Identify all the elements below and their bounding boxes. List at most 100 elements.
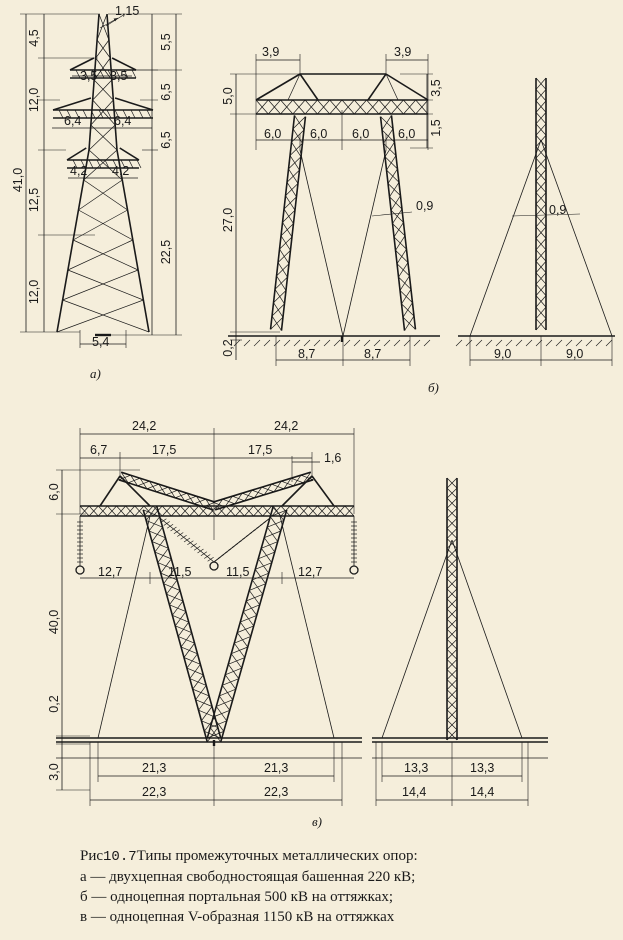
tower-v-leg-left-brace [186, 653, 198, 669]
dim-6-0-b: 6,0 [310, 127, 327, 141]
tower-a-body-brace [67, 239, 133, 271]
tower-v-beam-brace [344, 505, 355, 517]
tower-b-side-mast-brace [535, 318, 547, 331]
tower-b-guy [342, 149, 387, 337]
tower-v-upper-left-brace [186, 492, 195, 505]
dim-12-7-right: 12,7 [298, 565, 322, 579]
tower-b-leg-left-brace [273, 290, 287, 303]
tower-v-conductor-left [75, 565, 85, 575]
tower-b-beam-brace [268, 99, 281, 115]
tower-a-arm-middle [114, 97, 154, 111]
tower-v-side-mast-brace [446, 638, 458, 650]
tower-v-beam-brace [189, 505, 199, 517]
tower-a-arm-bottom [66, 147, 87, 161]
ground-hatch [313, 339, 321, 347]
tower-v-leg-left-brace [166, 579, 178, 595]
tower-a-arm-bottom-brace [128, 159, 134, 169]
ground-hatch [565, 339, 573, 347]
tower-v-leg-right-brace [228, 657, 245, 665]
tower-a-body-rail [90, 99, 94, 126]
dim-4-2-left: 4,2 [70, 164, 87, 178]
tower-v-upper-right-brace [242, 492, 255, 499]
dim-8-7-right: 8,7 [364, 347, 381, 361]
dim-0-9-side: 0,9 [549, 203, 566, 217]
tower-a-body-brace [92, 99, 116, 126]
tower-a-body-rail [67, 239, 74, 271]
tower-v-side-mast-brace [446, 719, 458, 731]
tower-a-body-rail [77, 179, 85, 211]
tower-a-body-brace [62, 269, 139, 301]
tower-v-leg-right-brace [219, 688, 236, 697]
caption-title: Типы промежуточных металлических опор: [136, 848, 418, 864]
dim-40-0: 40,0 [47, 610, 61, 634]
ground-hatch [343, 339, 351, 347]
tower-v-upper-right-brace [212, 501, 226, 508]
tower-v-beam-brace [152, 505, 163, 517]
tower-v-side-mast-brace [446, 669, 458, 680]
ground-hatch [253, 339, 261, 347]
tower-b-leg-left-brace [280, 223, 294, 237]
tower-a-arm-bottom-brace [80, 159, 86, 169]
tower-v-side-mast-brace [446, 699, 458, 711]
tower-a-arm-middle-brace [90, 109, 96, 119]
ground-hatch [575, 339, 583, 347]
tower-b-leg-left-brace [274, 276, 288, 290]
tower-b-portal [255, 73, 429, 342]
tower-a-body-rail [61, 269, 69, 301]
tower-a-body-rail [116, 149, 124, 181]
dim-14-4-right: 14,4 [470, 785, 494, 799]
tower-v-leg-left-brace [157, 548, 169, 563]
tower-a-body-rail [126, 209, 134, 241]
tower-v-leg-left-brace [163, 569, 175, 584]
dim-9-0-left: 9,0 [494, 347, 511, 361]
tower-a-body-brace [98, 13, 110, 41]
ground-hatch [243, 339, 251, 347]
tower-v-leg-right-brace [252, 572, 269, 581]
tower-v-beam-brace [116, 505, 126, 517]
ground-hatch [293, 339, 301, 347]
tower-b-beam-brace [354, 99, 367, 115]
tower-v-leg-right-brace [258, 551, 275, 560]
tower-v-insulator-disc [207, 556, 214, 562]
tower-a-arm-middle-brace [138, 109, 144, 119]
tower-b-side-mast-brace [535, 272, 547, 285]
tower-a-body-brace [78, 209, 133, 241]
tower-b-side-guy [540, 139, 613, 337]
tower-v-side-mast-brace [446, 628, 458, 640]
dim-6-0-a: 6,0 [264, 127, 281, 141]
ground-hatch [525, 339, 533, 347]
tower-v-peak [311, 475, 335, 507]
dim-13-3-left: 13,3 [404, 761, 428, 775]
label-a: а) [90, 366, 101, 381]
ground-hatch [353, 339, 361, 347]
tower-v-leg-right-brace [207, 731, 224, 739]
tower-v-leg-left-brace [154, 537, 166, 553]
tower-v-insulator-disc [187, 540, 194, 546]
tower-v-leg-right-brace [210, 720, 227, 728]
tower-b-beam-brace [415, 99, 429, 115]
tower-a-arm-middle-brace [130, 109, 136, 119]
tower-v-leg-left-brace [172, 600, 184, 616]
tower-b-side-mast-brace [535, 306, 547, 319]
dim-1-15: 1,15 [115, 4, 139, 18]
tower-b-side-guy [469, 139, 542, 337]
tower-b-leg-right-brace [383, 128, 394, 144]
tower-v-beam-brace [235, 505, 245, 517]
tower-a-body-brace [95, 39, 110, 59]
tower-v-leg-right-brace [261, 541, 278, 549]
tower-v-insulator-disc [177, 532, 184, 537]
tower-a-body-rail [96, 13, 100, 41]
tower-b-side-mast-brace [535, 238, 547, 251]
tower-v-insulator-disc [204, 554, 211, 559]
caption-line-a: а — двухцепная свободностоящая башенная … [80, 869, 416, 885]
tower-b-leg-left-brace [276, 263, 290, 277]
tower-b-leg-right-brace [386, 155, 397, 171]
tower-v-upper-right-brace [271, 483, 284, 490]
tower-v-peak [99, 475, 121, 507]
tower-b-side-mast-brace [535, 89, 547, 102]
tower-b-beam-brace [255, 99, 269, 115]
tower-v-upper-left-brace [196, 495, 204, 508]
ground-hatch [515, 339, 523, 347]
dim-5-0: 5,0 [221, 87, 235, 104]
